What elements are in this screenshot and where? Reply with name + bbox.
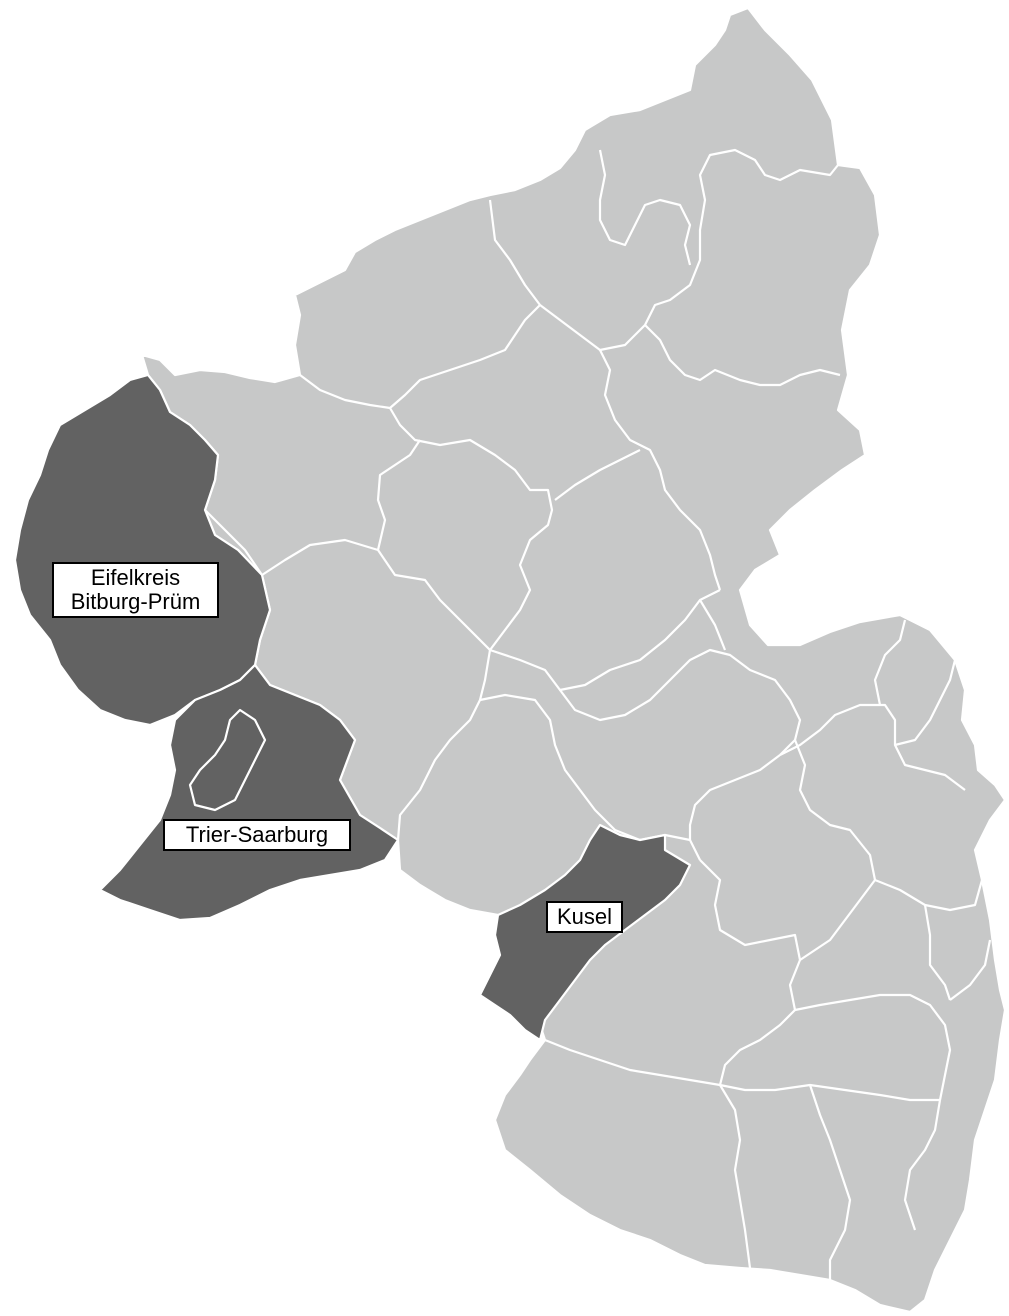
district-eifelkreis-bitburg-pruem[interactable] bbox=[13, 373, 272, 727]
label-kusel: Kusel bbox=[546, 901, 623, 933]
label-line: Bitburg-Prüm bbox=[70, 589, 201, 614]
label-line: Eifelkreis bbox=[90, 565, 181, 590]
district-trier-saarburg[interactable] bbox=[98, 663, 400, 922]
label-trier-saarburg: Trier-Saarburg bbox=[163, 819, 351, 851]
district-borders bbox=[204, 148, 992, 1280]
label-eifelkreis-bitburg-pruem: Eifelkreis Bitburg-Prüm bbox=[52, 562, 219, 618]
state-outline bbox=[140, 6, 1007, 1314]
label-line: Trier-Saarburg bbox=[185, 822, 329, 847]
label-line: Kusel bbox=[556, 904, 613, 929]
